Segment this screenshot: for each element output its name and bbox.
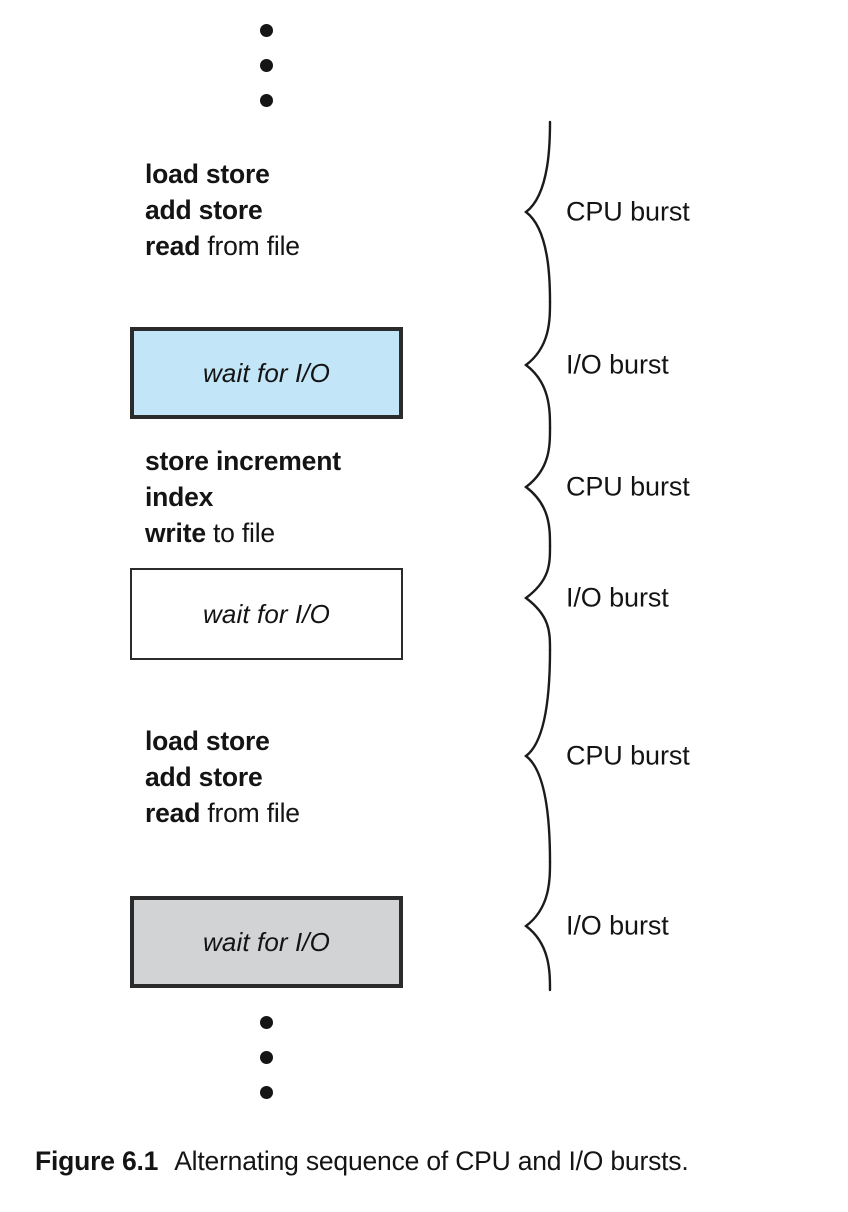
ellipsis-dot [259,24,273,37]
brace-path [524,544,552,652]
instruction-bold: load store [145,159,270,189]
instruction-line: index [145,479,475,515]
brace-io-2 [524,300,554,430]
cpu-instructions-3: load store add store read from file [145,723,475,831]
instruction-line: load store [145,723,475,759]
brace-path [524,426,552,548]
brace-path [524,648,552,864]
io-wait-label: wait for I/O [203,598,330,629]
burst-label-4: I/O burst [566,582,669,613]
figure-caption-text: Alternating sequence of CPU and I/O burs… [174,1146,689,1176]
cpu-instructions-2: store increment index write to file [145,443,475,551]
instruction-bold: add store [145,762,263,792]
io-wait-label: wait for I/O [203,357,330,388]
ellipsis-dot [259,1051,273,1064]
brace-io-4 [524,544,554,652]
io-wait-box-1: wait for I/O [130,327,403,419]
burst-label-2: I/O burst [566,349,669,380]
brace-cpu-1 [524,120,554,304]
instruction-regular: from file [200,798,300,828]
burst-label-1: CPU burst [566,196,690,227]
figure-caption-label: Figure 6.1 [35,1146,159,1176]
instruction-bold: store increment [145,446,341,476]
instruction-line: store increment [145,443,475,479]
brace-path [524,300,552,430]
instruction-line: read from file [145,228,475,264]
brace-path [524,120,552,304]
instruction-regular: to file [205,518,275,548]
instruction-line: add store [145,192,475,228]
vertical-ellipsis-bottom-icon [246,1016,286,1099]
brace-cpu-3 [524,426,554,548]
instruction-bold: write [145,518,206,548]
instruction-line: write to file [145,515,475,551]
cpu-instructions-1: load store add store read from file [145,156,475,264]
ellipsis-dot [259,1086,273,1099]
io-wait-box-3: wait for I/O [130,896,403,988]
brace-path [524,860,552,992]
instruction-bold: read [145,798,201,828]
brace-cpu-5 [524,648,554,864]
instruction-bold: index [145,482,214,512]
burst-label-3: CPU burst [566,471,690,502]
ellipsis-dot [259,94,273,107]
instruction-line: read from file [145,795,475,831]
io-wait-label: wait for I/O [203,926,330,957]
instruction-line: add store [145,759,475,795]
instruction-bold: add store [145,195,263,225]
instruction-regular: from file [200,231,300,261]
ellipsis-dot [259,1016,273,1029]
vertical-ellipsis-top-icon [246,24,286,107]
figure-caption: Figure 6.1 Alternating sequence of CPU an… [35,1144,825,1178]
burst-label-6: I/O burst [566,910,669,941]
brace-io-6 [524,860,554,992]
io-wait-box-2: wait for I/O [130,568,403,660]
ellipsis-dot [259,59,273,72]
instruction-line: load store [145,156,475,192]
instruction-bold: load store [145,726,270,756]
burst-label-5: CPU burst [566,740,690,771]
instruction-bold: read [145,231,201,261]
